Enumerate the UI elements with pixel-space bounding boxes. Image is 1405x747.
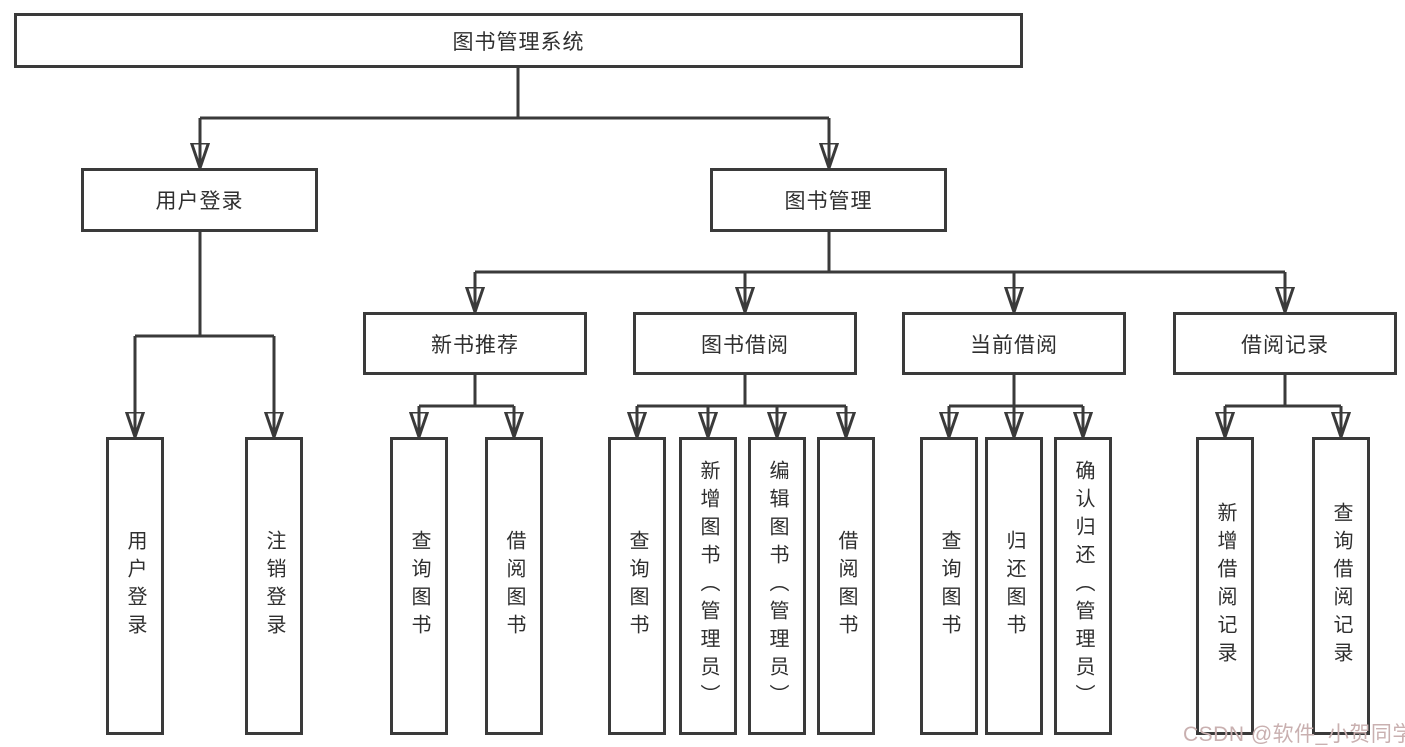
- leaf-confirm-return-admin-label: 确认归还（管理员）: [1072, 460, 1094, 712]
- leaf-query-books-recommend-label: 查询图书: [408, 530, 430, 642]
- leaf-add-books-admin-label: 新增图书（管理员）: [697, 460, 719, 712]
- leaf-add-books-admin: 新增图书（管理员）: [679, 437, 737, 735]
- node-book-borrowing-label: 图书借阅: [701, 333, 789, 357]
- node-user-login: 用户登录: [81, 168, 318, 232]
- leaf-query-books-recommend: 查询图书: [390, 437, 448, 735]
- leaf-user-login-label: 用户登录: [124, 530, 146, 642]
- connector-skeleton: [135, 68, 1341, 408]
- leaf-return-books-label: 归还图书: [1003, 530, 1025, 642]
- leaf-borrow-books-recommend: 借阅图书: [485, 437, 543, 735]
- leaf-add-borrow-record-label: 新增借阅记录: [1214, 502, 1236, 670]
- connector-arrows: [135, 118, 1341, 437]
- leaf-borrow-books-recommend-label: 借阅图书: [503, 530, 525, 642]
- leaf-edit-books-admin-label: 编辑图书（管理员）: [766, 460, 788, 712]
- leaf-borrow-books-label: 借阅图书: [835, 530, 857, 642]
- leaf-confirm-return-admin: 确认归还（管理员）: [1054, 437, 1112, 735]
- leaf-borrow-books: 借阅图书: [817, 437, 875, 735]
- node-new-book-recommend: 新书推荐: [363, 312, 587, 375]
- leaf-logout-label: 注销登录: [263, 530, 285, 642]
- leaf-edit-books-admin: 编辑图书（管理员）: [748, 437, 806, 735]
- leaf-query-books-borrowing-label: 查询图书: [626, 530, 648, 642]
- node-borrowing-records: 借阅记录: [1173, 312, 1397, 375]
- node-book-management-label: 图书管理: [784, 190, 873, 213]
- leaf-return-books: 归还图书: [985, 437, 1043, 735]
- leaf-query-books-current: 查询图书: [920, 437, 978, 735]
- leaf-logout: 注销登录: [245, 437, 303, 735]
- leaf-query-borrow-record-label: 查询借阅记录: [1330, 502, 1352, 670]
- node-root-system-label: 图书管理系统: [452, 30, 585, 54]
- node-new-book-recommend-label: 新书推荐: [431, 333, 519, 357]
- node-book-management: 图书管理: [710, 168, 947, 232]
- leaf-add-borrow-record: 新增借阅记录: [1196, 437, 1254, 735]
- node-current-borrowing-label: 当前借阅: [970, 333, 1058, 357]
- leaf-query-books-borrowing: 查询图书: [608, 437, 666, 735]
- node-root-system: 图书管理系统: [14, 13, 1023, 68]
- leaf-query-borrow-record: 查询借阅记录: [1312, 437, 1370, 735]
- leaf-user-login: 用户登录: [106, 437, 164, 735]
- node-current-borrowing: 当前借阅: [902, 312, 1126, 375]
- leaf-query-books-current-label: 查询图书: [938, 530, 960, 642]
- csdn-watermark: CSDN @软件_小贺同学: [1183, 723, 1405, 746]
- node-book-borrowing: 图书借阅: [633, 312, 857, 375]
- node-borrowing-records-label: 借阅记录: [1241, 333, 1329, 357]
- node-user-login-label: 用户登录: [155, 190, 244, 213]
